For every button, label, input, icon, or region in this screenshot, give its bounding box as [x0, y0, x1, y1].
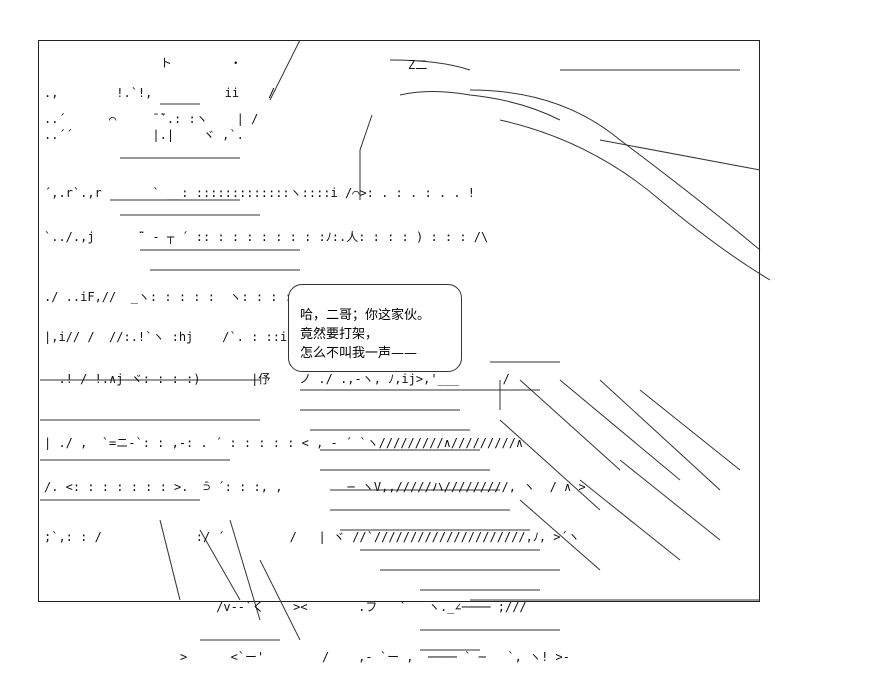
art-frame — [38, 40, 760, 602]
ascii-fragment: ..´ ⌒ ̄ ̄`.: :ヽ | / — [44, 112, 259, 126]
ascii-fragment: /v-‐`く >< .フ ` ヽ._∠──── ;/// — [180, 600, 527, 614]
ascii-fragment: | ./ , `=ニ-`: : ,-: . ´ : : : : : < , - … — [44, 436, 545, 450]
ascii-fragment: `../.,j ̄¨ - ┬ ´ :: : : : : : : : :ﾉ:.人:… — [44, 230, 489, 244]
bubble-line: 怎么不叫我一声—— — [300, 346, 418, 361]
ascii-fragment: ;`,: : / :/ ´ / | ヾ //`/////////////////… — [44, 530, 580, 544]
ascii-fragment: ト ・ — [160, 56, 242, 70]
ascii-fragment: /. <: : : : : : : >. ̄⊃ ´: : :, , ─ ヽV,,… — [44, 480, 586, 494]
speech-bubble-text: 哈，二哥；你这家伙。 竟然要打架， 怎么不叫我一声—— — [300, 306, 460, 363]
ascii-fragment: > <`ー' / ,- `ー , ──── ` ─ `, ヽ! >- — [180, 650, 571, 664]
ascii-fragment: ., !.`!, ii / — [44, 86, 276, 100]
ascii-fragment: ´,.r`.,r ` __: :::::::::::::ヽ::::i /⌒>: … — [44, 186, 476, 200]
ascii-fragment: ..´´ |.| ヾ ,`. — [44, 128, 244, 142]
ascii-fragment: .! / !.∧j ヾ: : : :) |伃 ノ ./ .,-ヽ, ﾉ,ij>,… — [44, 372, 510, 386]
bubble-line: 竟然要打架， — [300, 327, 379, 342]
ascii-fragment: |,i// / //:.!`ヽ :hj /`. : ::i ` — [44, 330, 309, 344]
ascii-top-mark: Z二 — [408, 58, 428, 72]
speech-bubble — [288, 284, 462, 372]
bubble-line: 哈，二哥；你这家伙。 — [300, 308, 431, 323]
